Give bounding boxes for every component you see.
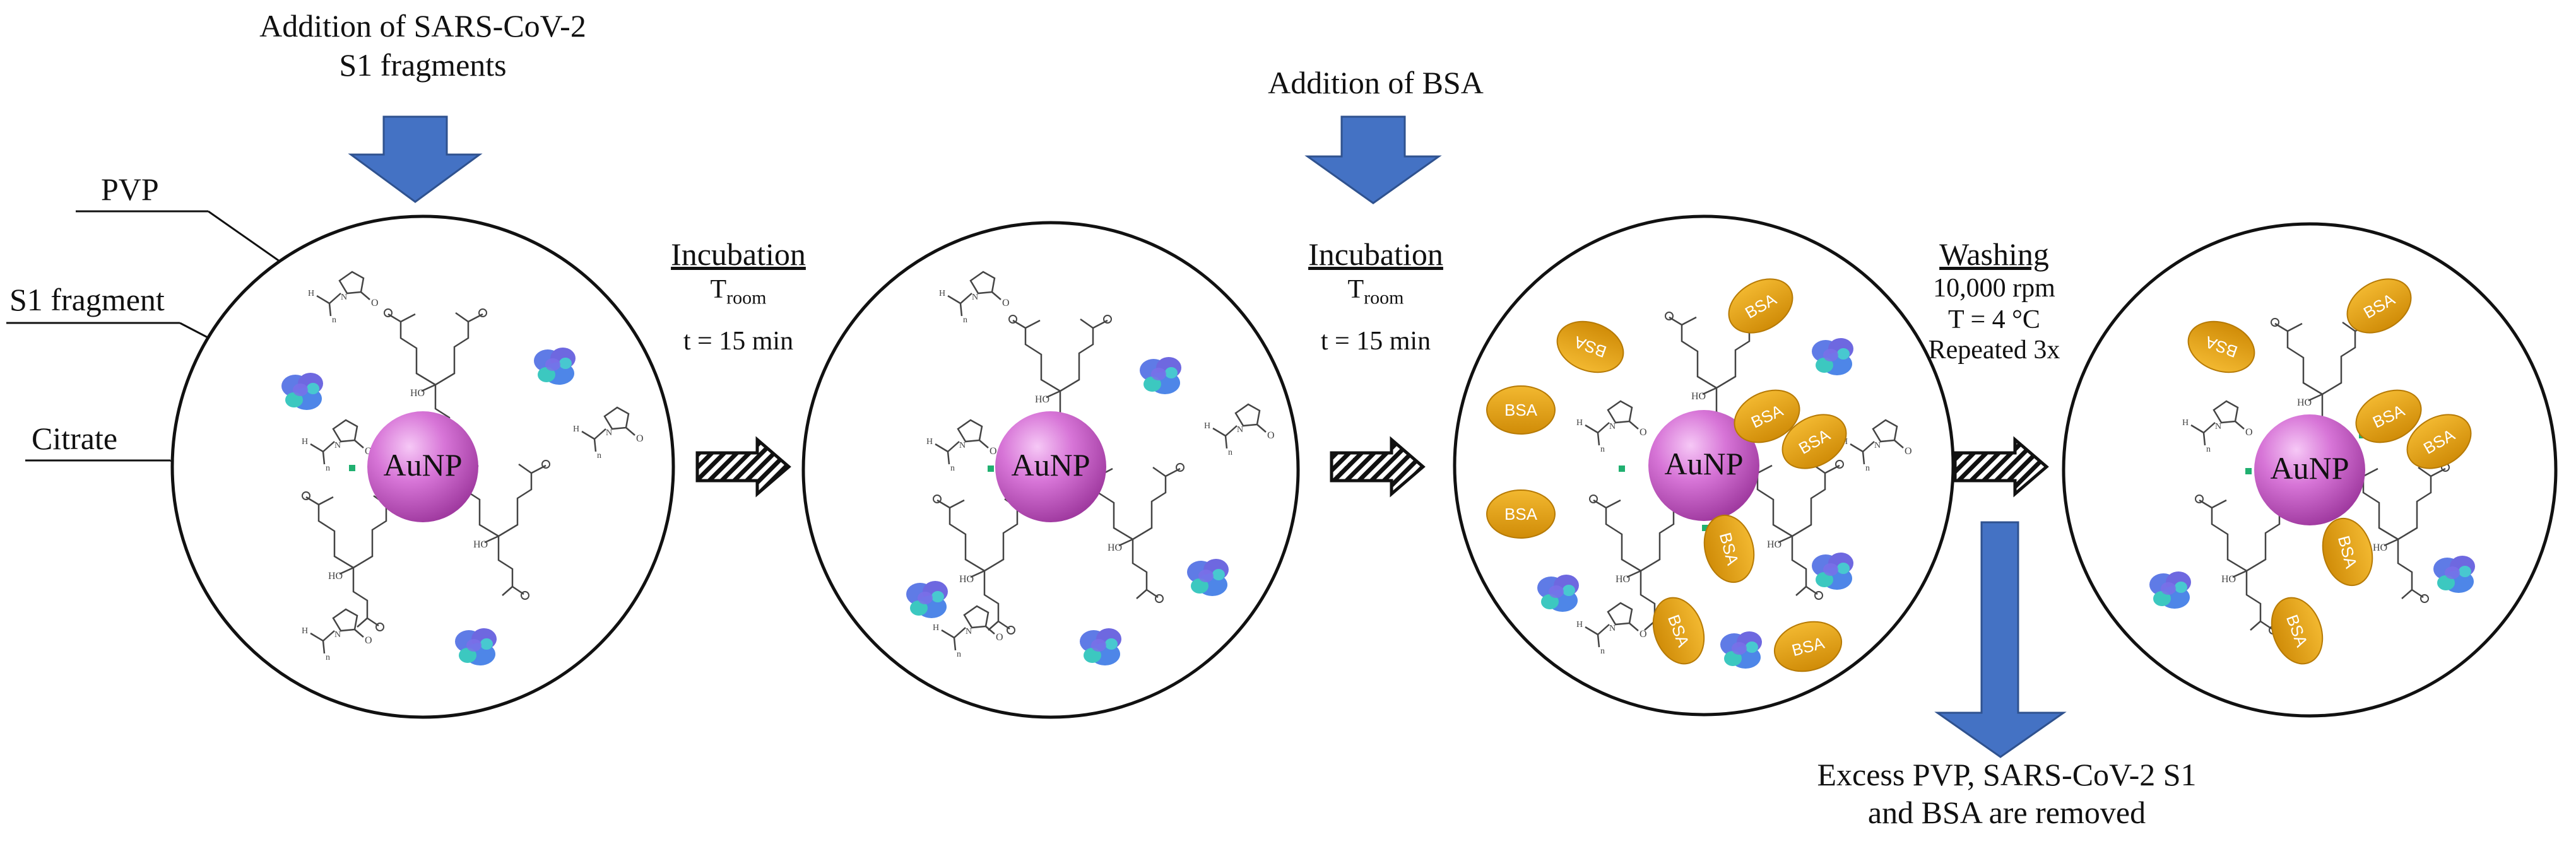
step3-line1: 10,000 rpm — [1933, 274, 2055, 303]
bsa-label: BSA — [1504, 401, 1538, 419]
bsa-label: BSA — [1504, 505, 1538, 524]
addition-bsa-label: Addition of BSA — [1268, 65, 1484, 100]
aunp-label-2: AuNP — [1011, 447, 1090, 483]
aunp-label-3: AuNP — [1664, 446, 1744, 481]
step1-arrow — [695, 436, 791, 498]
removed-caption: Excess PVP, SARS-CoV-2 S1 and BSA are re… — [1817, 757, 2197, 830]
bsa-protein: BSA — [1728, 278, 1793, 334]
down-arrow-removed — [1934, 521, 2067, 758]
bsa-protein: BSA — [1781, 414, 1847, 469]
bsa-protein: BSA — [1652, 597, 1705, 665]
pvp-label: PVP — [101, 172, 159, 207]
aunp-4 — [2254, 414, 2365, 525]
step1-time: t = 15 min — [683, 327, 794, 356]
removed-line2: and BSA are removed — [1867, 795, 2146, 830]
step3-line2: T = 4 °C — [1948, 305, 2040, 334]
removed-line1: Excess PVP, SARS-CoV-2 S1 — [1817, 757, 2197, 792]
step1-temp: Troom — [710, 275, 767, 308]
down-arrow-s1 — [348, 115, 483, 203]
aunp-label-4: AuNP — [2270, 450, 2349, 486]
step2-text: Incubation Troom t = 15 min — [1308, 237, 1443, 356]
bsa-protein: BSA — [2406, 414, 2472, 469]
down-arrow-bsa — [1304, 115, 1442, 204]
step1-title: Incubation — [671, 237, 806, 272]
step3-arrow — [1953, 436, 2049, 498]
bsa-protein: BSA — [2346, 278, 2412, 334]
step3-text: Washing 10,000 rpm T = 4 °C Repeated 3x — [1928, 237, 2060, 365]
bsa-protein: BSA — [1734, 389, 1800, 443]
citrate-label: Citrate — [32, 421, 117, 456]
aunp-1 — [367, 411, 478, 522]
step1-text: Incubation Troom t = 15 min — [671, 237, 806, 356]
particle-stage-1 — [170, 214, 675, 719]
bsa-protein: BSA — [1773, 621, 1843, 672]
bsa-protein: BSA — [2322, 517, 2373, 587]
bsa-protein: BSA — [2187, 320, 2255, 373]
aunp-2 — [995, 411, 1106, 522]
bsa-protein: BSA — [1486, 385, 1556, 435]
step2-arrow — [1330, 436, 1426, 498]
bsa-protein: BSA — [1556, 320, 1624, 373]
step3-title: Washing — [1939, 237, 2049, 272]
bsa-protein: BSA — [2355, 389, 2422, 443]
addition-s1-line2: S1 fragments — [339, 47, 507, 83]
step2-time: t = 15 min — [1320, 327, 1431, 356]
aunp-label-1: AuNP — [383, 447, 463, 483]
step2-title: Incubation — [1308, 237, 1443, 272]
bsa-protein: BSA — [2271, 597, 2324, 665]
bsa-protein: BSA — [1486, 489, 1556, 539]
particle-stage-2 — [801, 221, 1300, 719]
aunp-3 — [1648, 410, 1759, 521]
step3-line3: Repeated 3x — [1928, 336, 2060, 365]
step2-temp: Troom — [1347, 275, 1404, 308]
s1-label: S1 fragment — [9, 282, 165, 317]
addition-s1-label: Addition of SARS-CoV-2 S1 fragments — [259, 8, 586, 83]
bsa-protein: BSA — [1703, 514, 1755, 583]
addition-s1-line1: Addition of SARS-CoV-2 — [259, 8, 586, 44]
